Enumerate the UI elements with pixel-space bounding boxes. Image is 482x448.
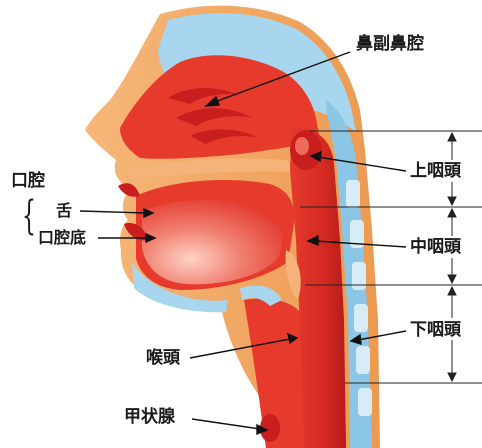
label-nasal-cavity: 鼻副鼻腔 [356, 36, 424, 53]
label-epipharynx: 上咽頭 [410, 163, 461, 180]
label-oral-cavity: 口腔 [11, 173, 45, 190]
label-tongue: 舌 [56, 203, 72, 219]
label-hypopharynx: 下咽頭 [410, 322, 461, 339]
label-larynx: 喉頭 [146, 350, 180, 367]
label-thyroid: 甲状腺 [124, 409, 175, 426]
label-mesopharynx: 中咽頭 [410, 239, 461, 256]
epipharynx-highlight [295, 137, 309, 155]
label-floor-of-mouth: 口腔底 [38, 230, 86, 246]
oral-cavity-brace: { [22, 196, 36, 236]
